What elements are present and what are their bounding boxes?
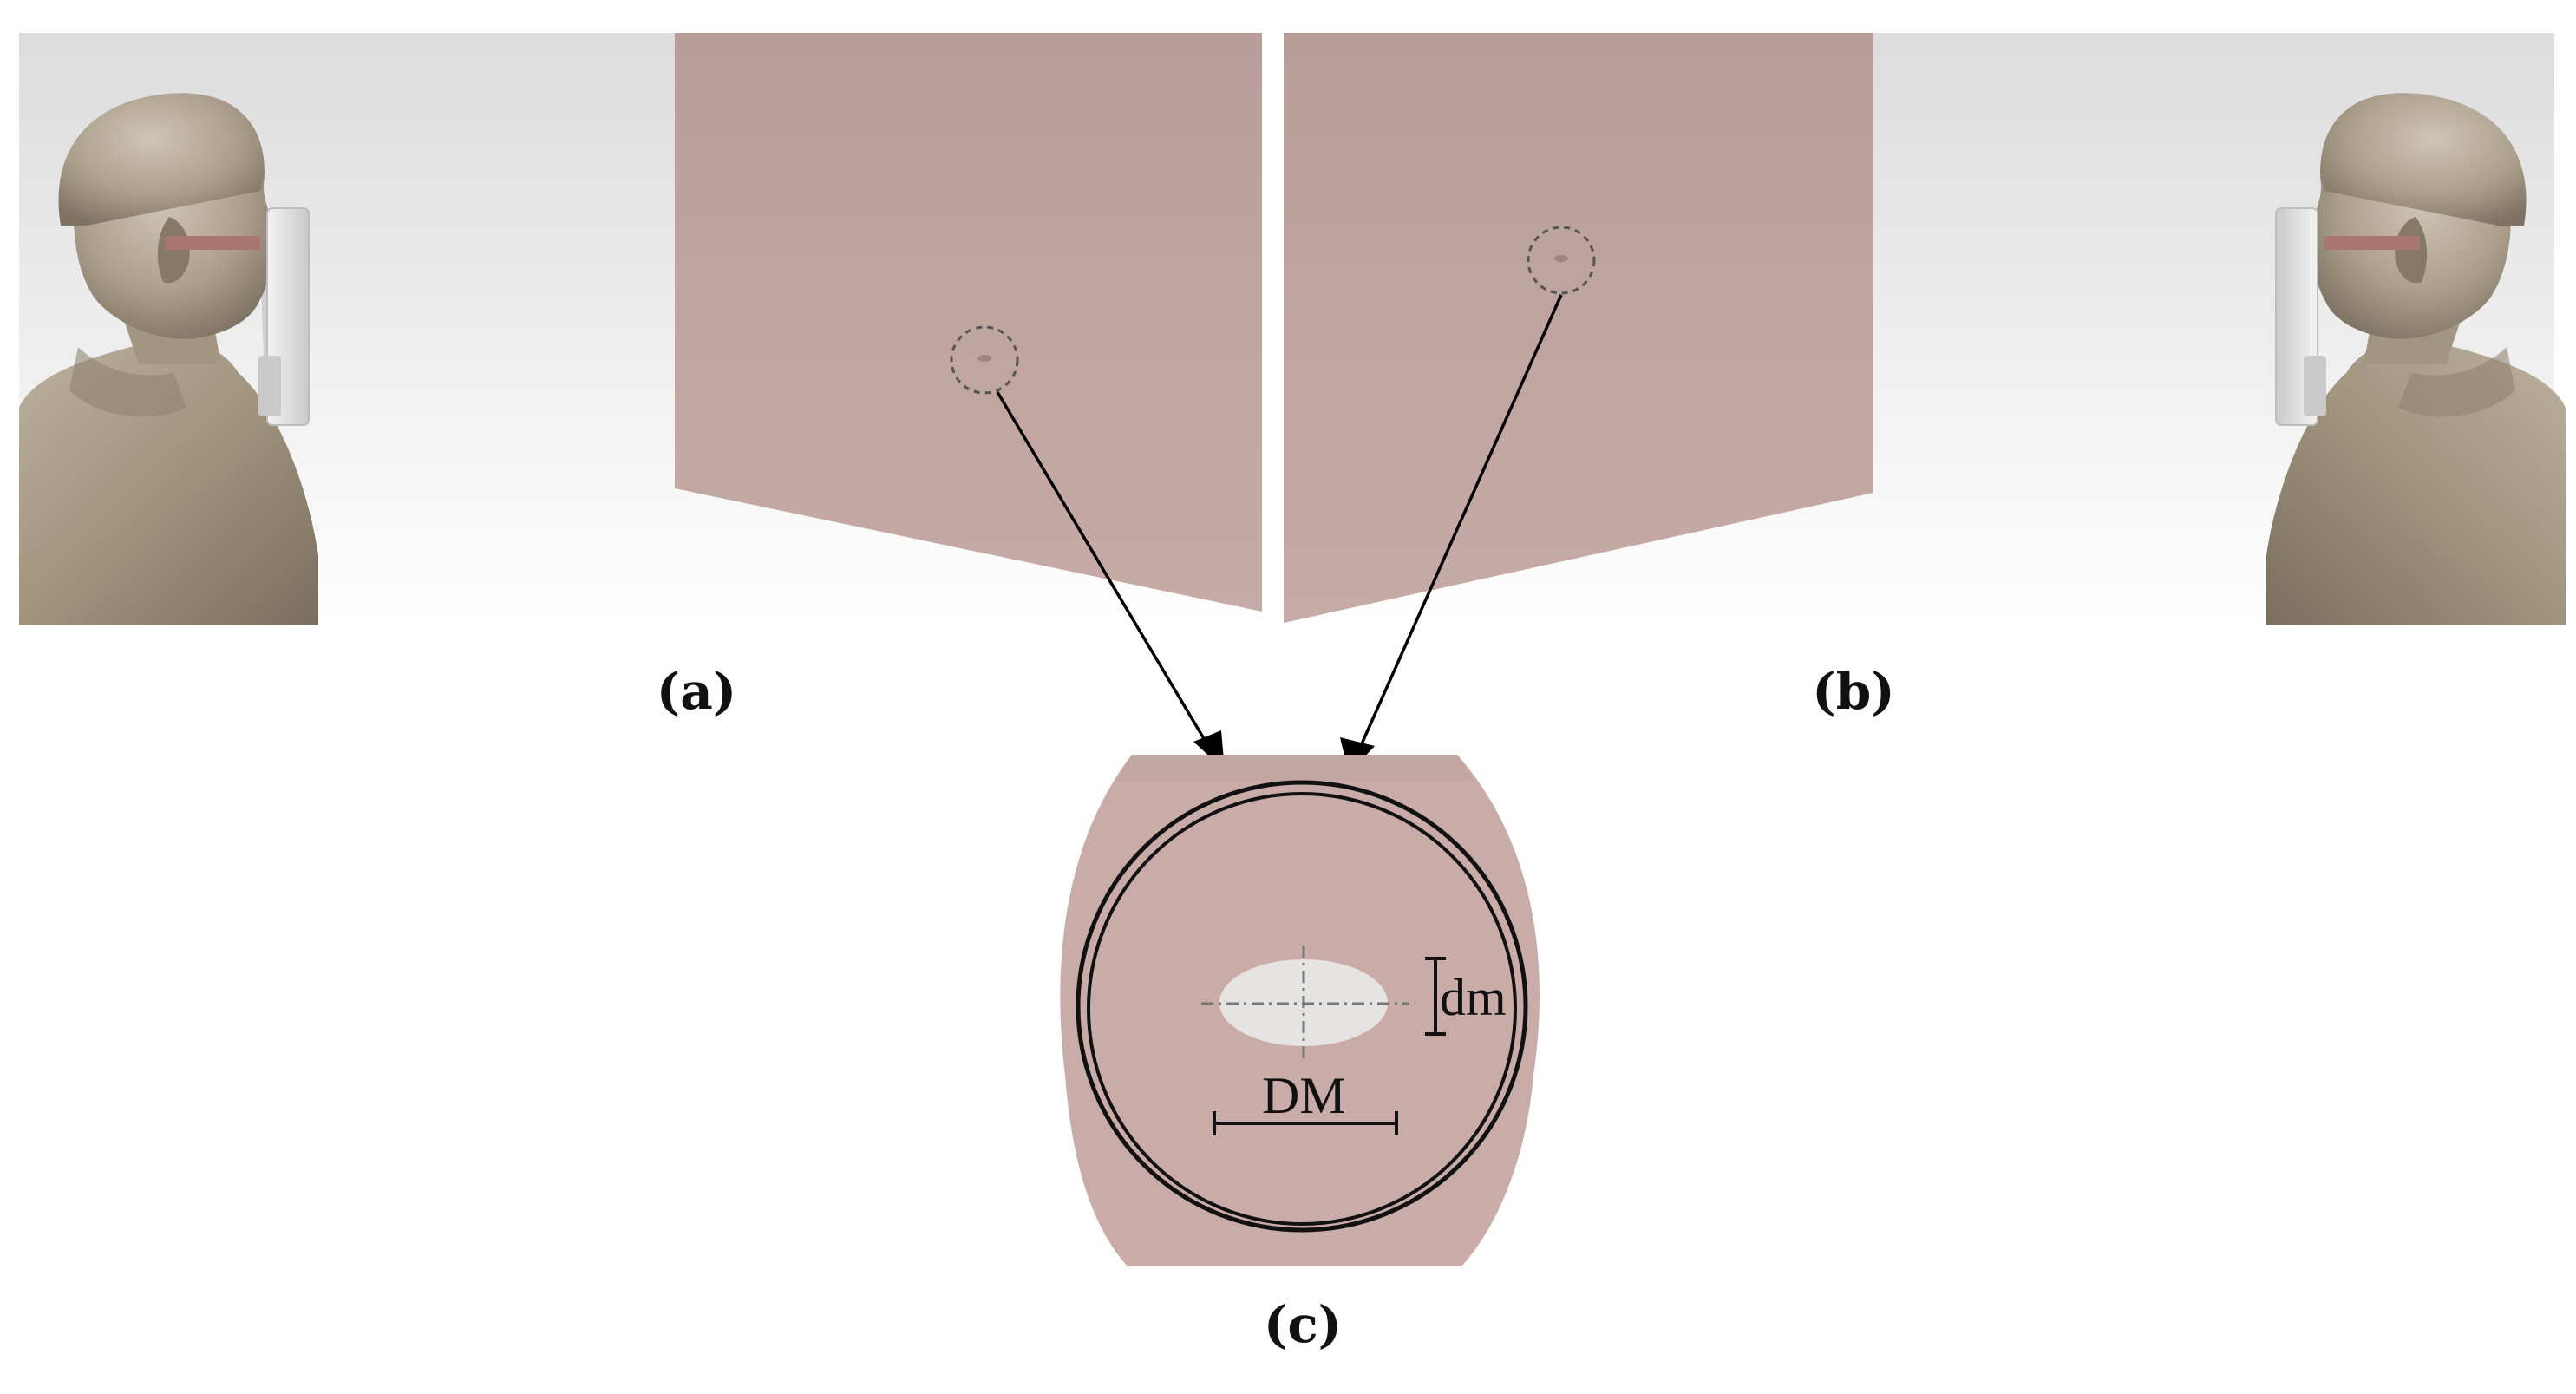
target-circle-a (950, 325, 1019, 395)
panel-label-c: (c) (1263, 1295, 1343, 1354)
outer-ring (1076, 780, 1528, 1233)
target-mark-a (977, 355, 991, 362)
dimension-label-dm: dm (1440, 969, 1507, 1026)
sheet-gap (1262, 33, 1284, 625)
magnified-sheet-top (1117, 755, 1474, 781)
sheet-b (1284, 33, 1873, 623)
human-bust-icon (2266, 93, 2566, 625)
panel-label-b: (b) (1812, 662, 1895, 721)
panel-label-a: (a) (656, 662, 737, 721)
arrow-a (996, 391, 1220, 766)
sheet-a (675, 33, 1262, 612)
dimension-label-DM: DM (1262, 1067, 1346, 1124)
target-circle-b (1527, 226, 1596, 295)
inner-ring (1087, 792, 1517, 1226)
arrow-b (1351, 294, 1563, 766)
human-bust-icon (19, 93, 318, 625)
target-mark-b (1554, 255, 1568, 262)
